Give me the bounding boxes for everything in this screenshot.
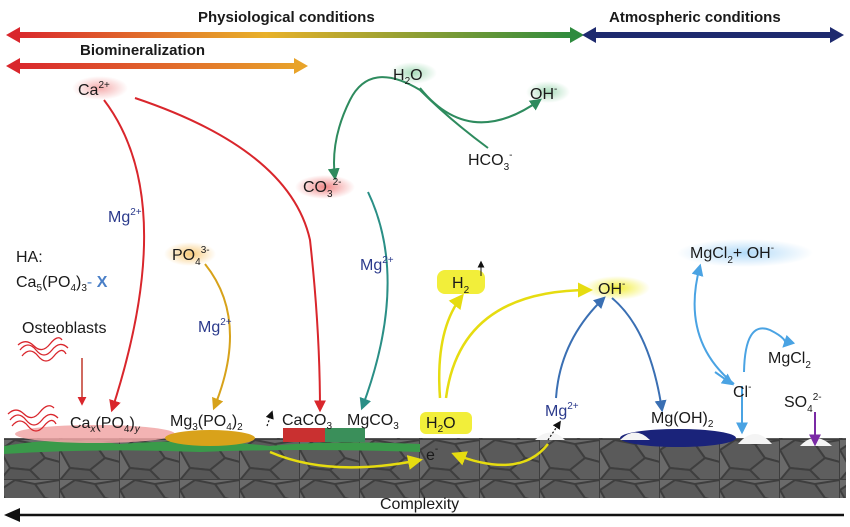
h2o-top-glow xyxy=(389,62,437,84)
caco3-label: CaCO3 xyxy=(282,412,332,432)
ca-ion-label: Ca2+ xyxy=(78,80,110,99)
h2o-to-oh-mid-arrow xyxy=(444,282,593,399)
mg-po4-label: Mg2+ xyxy=(198,317,232,336)
cl-to-mgcl2oh-arrow xyxy=(691,263,735,385)
electron-right-arrow xyxy=(451,443,549,467)
ca-to-caco3-arrow xyxy=(134,97,326,413)
electron-label: e- xyxy=(426,444,438,464)
cl-label: Cl- xyxy=(733,382,751,401)
h2o-top-label: H2O xyxy=(393,67,423,87)
oh-to-mgoh2-arrow xyxy=(611,297,667,413)
biomineralization-arrow xyxy=(6,58,308,74)
so4-label: SO42- xyxy=(784,392,822,415)
oh-mid-label: OH- xyxy=(598,279,625,298)
h2-glow xyxy=(437,270,485,294)
green-film xyxy=(4,440,420,454)
h2o-surface-glow xyxy=(420,412,472,434)
co3-glow xyxy=(295,175,355,199)
osteoblast-cells-icon xyxy=(7,337,69,432)
atmospheric-label: Atmospheric conditions xyxy=(609,9,781,26)
ca-glow xyxy=(72,76,128,100)
mgcl2oh-to-cl-arrow xyxy=(714,371,734,386)
cl-to-mgcl2-arrow xyxy=(743,327,796,373)
oh-top-glow xyxy=(526,81,570,103)
co3-to-mgco3-arrow xyxy=(359,191,389,411)
mg-right-label: Mg2+ xyxy=(545,401,579,420)
white-pit-4 xyxy=(620,432,650,440)
dashed-arrow-1 xyxy=(265,410,274,427)
electron-left-arrow xyxy=(269,450,423,470)
oh-top-label: OH- xyxy=(530,84,557,103)
po4-glow xyxy=(164,242,216,266)
physiological-arrow xyxy=(6,27,584,43)
physiological-label: Physiological conditions xyxy=(198,9,375,26)
mg-co3-label: Mg2+ xyxy=(360,255,394,274)
mg3po42-deposit xyxy=(165,430,255,446)
h2o-surface-label: H2O xyxy=(426,415,456,435)
mgcl2-label: MgCl2 xyxy=(768,350,811,371)
mg3po42-label: Mg3(PO4)2 xyxy=(170,413,243,433)
caco3-deposit xyxy=(283,428,325,442)
mgcl2-oh-label: MgCl2+ OH- xyxy=(690,243,774,266)
mg-left-label: Mg2+ xyxy=(108,207,142,226)
mgco3-deposit xyxy=(325,428,365,442)
caxpo4y-deposit xyxy=(15,425,175,443)
atmospheric-arrow xyxy=(582,27,844,43)
hco3-to-co3-arrow xyxy=(327,76,489,181)
caxpo4y-label: Cax(PO4)y xyxy=(70,415,141,435)
h2-gas-label: H2 xyxy=(452,275,470,296)
complexity-label: Complexity xyxy=(380,496,459,513)
complexity-arrow xyxy=(4,508,844,522)
hco3-label: HCO3- xyxy=(468,150,512,173)
po4-to-mg3po42-arrow xyxy=(204,263,231,411)
co3-label: CO32- xyxy=(303,177,341,200)
ha-formula: Ca5(PO4)3- X xyxy=(16,274,108,294)
osteoblasts-label: Osteoblasts xyxy=(22,320,106,337)
mg-to-oh-arrow xyxy=(555,296,606,399)
po4-label: PO43- xyxy=(172,245,210,268)
mgcl2oh-glow xyxy=(677,239,813,267)
white-pit-2 xyxy=(738,434,772,444)
ha-title: HA: xyxy=(16,249,43,266)
ca-to-caxpo4y-arrow xyxy=(103,99,146,413)
mgoh2-deposit xyxy=(620,429,736,447)
mgoh2-label: Mg(OH)2 xyxy=(651,410,714,430)
oh-mid-glow xyxy=(584,276,650,300)
mgco3-label: MgCO3 xyxy=(347,412,399,432)
h2o-to-h2-arrow xyxy=(437,293,464,399)
h2o-to-oh-arrow xyxy=(419,87,542,124)
biomineralization-label: Biomineralization xyxy=(80,42,205,59)
